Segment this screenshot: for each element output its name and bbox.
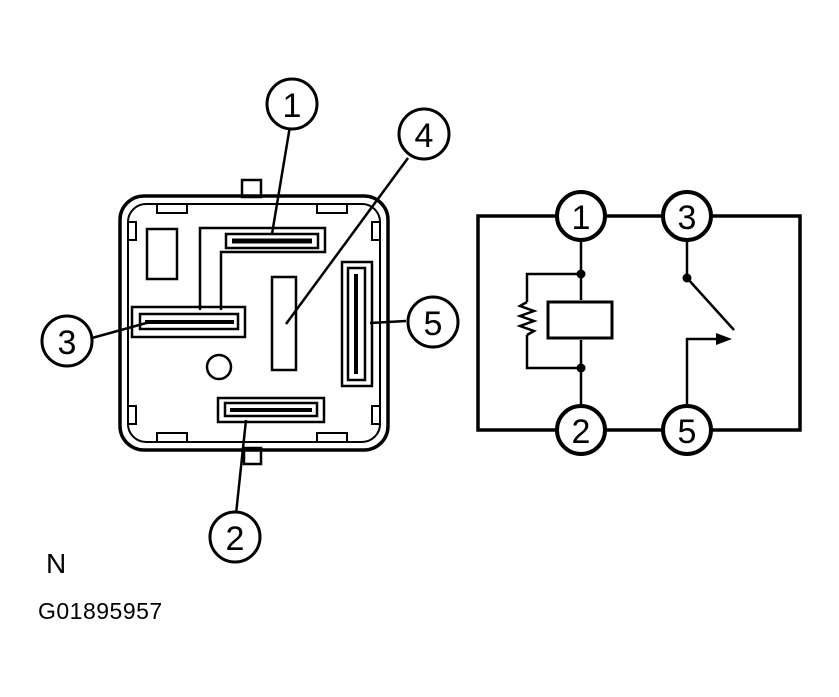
schematic-pin-1: 1: [555, 190, 607, 242]
housing-hole: [205, 353, 233, 381]
figure-id: G01895957: [38, 598, 163, 624]
terminal-4-slot: [270, 275, 298, 372]
schematic-pin-3: 3: [661, 190, 713, 242]
callout-pin-5: 5: [406, 295, 460, 349]
relay-coil: [546, 300, 614, 340]
relay-switch-arm: [686, 277, 735, 331]
callout-pin-3-label: 3: [58, 324, 77, 362]
callout-pin-2: 2: [208, 510, 262, 564]
callout-pin-4: 4: [397, 107, 451, 161]
schematic-pin-5: 5: [661, 404, 713, 456]
relay-schematic: [476, 214, 802, 432]
schematic-pin-1-label: 1: [572, 199, 591, 237]
schematic-pin-3-label: 3: [678, 199, 697, 237]
callout-pin-2-label: 2: [226, 520, 245, 558]
callout-pin-3: 3: [40, 314, 94, 368]
view-letter: N: [46, 548, 67, 579]
terminal-3-slot: [130, 305, 247, 339]
schematic-junctions: [576, 269, 692, 373]
callout-pin-1-label: 1: [283, 87, 302, 125]
callout-pin-5-label: 5: [424, 305, 443, 343]
schematic-left-wire: [476, 214, 556, 432]
suppression-resistor: [516, 300, 538, 337]
callout-pin-4-label: 4: [415, 117, 434, 155]
schematic-pin-2-label: 2: [572, 413, 591, 451]
schematic-pin-2: 2: [555, 404, 607, 456]
schematic-right-top-wire: [712, 214, 802, 432]
relay-connector-view: [118, 178, 390, 466]
terminal-2-slot: [216, 396, 326, 424]
housing-recess: [145, 227, 179, 281]
housing-trace: [198, 226, 327, 310]
relay-bottom-tab: [242, 446, 263, 466]
switch-contact-arrow: [716, 333, 732, 345]
schematic-pin-5-label: 5: [678, 413, 697, 451]
callout-pin-1: 1: [265, 77, 319, 131]
callout-leaders: [91, 125, 410, 515]
